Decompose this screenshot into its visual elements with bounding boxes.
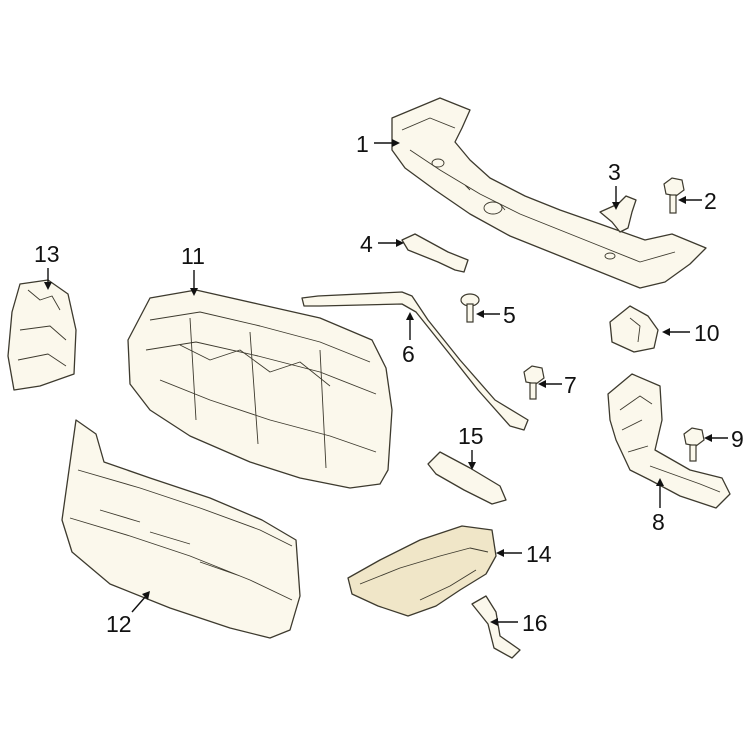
leader-lines bbox=[44, 139, 728, 626]
part-13-side-duct[interactable] bbox=[7, 279, 77, 391]
part-7-bolt[interactable] bbox=[523, 365, 545, 400]
callout-11: 11 bbox=[181, 243, 205, 269]
callout-8: 8 bbox=[652, 509, 665, 535]
callout-12: 12 bbox=[106, 611, 132, 637]
part-12-deflector-panel[interactable] bbox=[61, 419, 301, 639]
callout-6: 6 bbox=[402, 341, 415, 367]
callout-16: 16 bbox=[522, 610, 548, 636]
part-14-air-guide[interactable] bbox=[347, 525, 497, 617]
callout-13: 13 bbox=[34, 241, 60, 267]
callout-3: 3 bbox=[608, 159, 621, 185]
part-2-bolt[interactable] bbox=[663, 177, 685, 214]
callout-1: 1 bbox=[356, 131, 369, 157]
callout-15: 15 bbox=[458, 423, 484, 449]
part-6-strut[interactable] bbox=[301, 291, 529, 431]
part-15-bracket[interactable] bbox=[427, 451, 507, 505]
callout-labels: 1 2 3 4 5 6 7 8 9 10 11 12 13 14 15 16 bbox=[34, 131, 744, 637]
callout-2: 2 bbox=[704, 188, 717, 214]
part-9-bolt[interactable] bbox=[683, 427, 705, 462]
callout-5: 5 bbox=[503, 302, 516, 328]
callout-4: 4 bbox=[360, 231, 373, 257]
part-4-bracket[interactable] bbox=[401, 233, 469, 273]
part-5-screw[interactable] bbox=[460, 293, 480, 323]
callout-14: 14 bbox=[526, 541, 552, 567]
callout-9: 9 bbox=[731, 426, 744, 452]
callout-10: 10 bbox=[694, 320, 720, 346]
part-11-shroud-frame[interactable] bbox=[127, 289, 393, 489]
part-10-clip[interactable] bbox=[609, 305, 659, 353]
part-3-clip-bracket[interactable] bbox=[599, 195, 637, 233]
part-1-upper-support-bar[interactable] bbox=[391, 97, 707, 289]
part-8-side-bracket[interactable] bbox=[607, 373, 731, 509]
callout-7: 7 bbox=[564, 372, 577, 398]
part-16-clip[interactable] bbox=[471, 595, 521, 659]
